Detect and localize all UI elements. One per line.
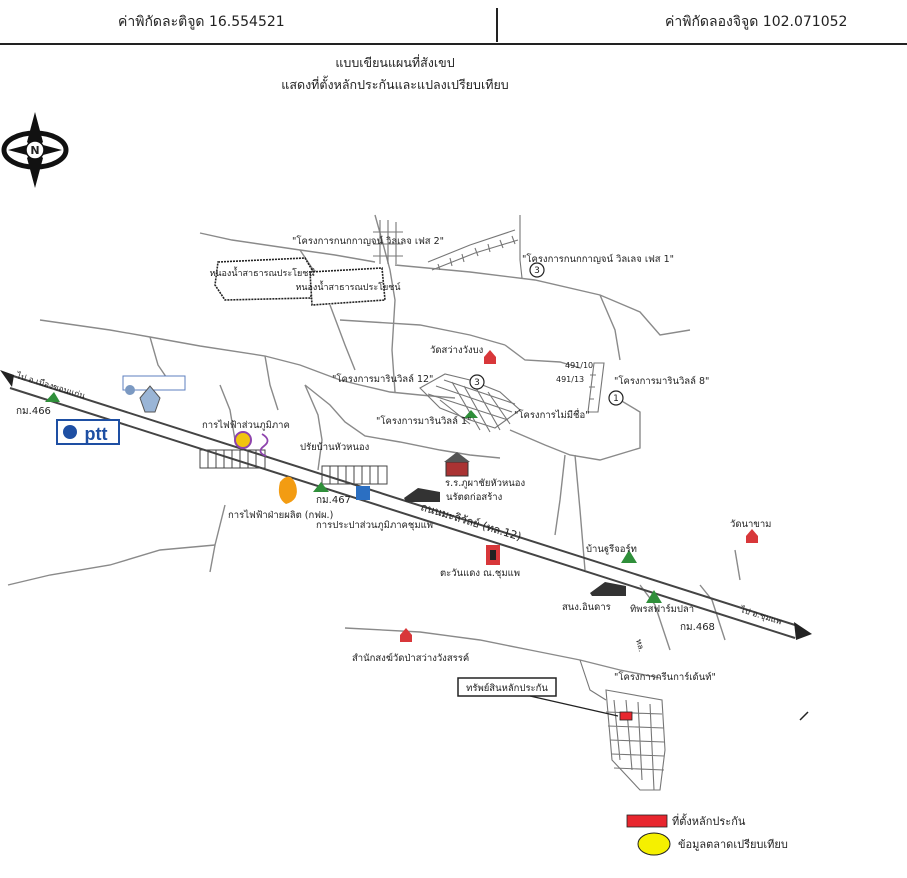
subdivision-green-garden — [579, 659, 666, 791]
temple-icons — [400, 350, 758, 642]
map-subtitle: แสดงที่ตั้งหลักประกันและแปลงเปรียบเทียบ — [281, 77, 509, 92]
label-school: ร.ร.ภูผาชัยหัวหนอง — [445, 478, 525, 489]
local-roads — [7, 214, 741, 679]
label-project-marinville-8: "โครงการมารินวิลล์ 8" — [614, 375, 709, 387]
highway-12 — [0, 370, 812, 640]
label-project-green-garden: "โครงการกรีนการ์เด้นท์" — [614, 671, 716, 683]
coordinate-header: ค่าพิกัดละติจูด 16.554521 ค่าพิกัดลองจิจ… — [0, 0, 907, 46]
map-title: แบบเขียนแผนที่สังเขป — [335, 55, 455, 70]
school-icon — [444, 452, 470, 477]
label-ban-rai: บ้านฐูรีจอร์ท — [586, 543, 637, 555]
label-plot-491-10: 491/10 — [565, 361, 593, 370]
ponds: หนองน้ำสาธารณประโยชน์ หนองน้ำสาธารณประโย… — [209, 257, 401, 306]
label-project-marinville-12: "โครงการมารินวิลล์ 12" — [332, 373, 433, 385]
map-legend: ที่ตั้งหลักประกัน ข้อมูลตลาดเปรียบเทียบ — [626, 813, 788, 856]
tree-icons — [45, 392, 662, 603]
label-church: นรัตดก่อสร้าง — [446, 492, 502, 503]
egat-logo-icon — [278, 476, 297, 504]
label-pea-regional: การไฟฟ้าส่วนภูมิภาค — [202, 419, 290, 431]
subdivision-phase-2 — [373, 220, 403, 264]
label-plot-491-13: 491/13 — [556, 375, 584, 384]
pea-logo-icon — [234, 431, 269, 457]
label-temple-sawang: วัดสว่างวังบง — [430, 345, 483, 356]
label-project-marinville-1: "โครงการมารินวิลล์ 1" — [376, 415, 471, 427]
longitude-label: ค่าพิกัดลองจิจูด 102.071052 — [665, 14, 848, 30]
marker-1-label: 1 — [613, 394, 619, 404]
tawandaeng-sign-icon — [486, 545, 500, 565]
collateral-location-marker — [619, 711, 633, 721]
label-tawandaeng: ตะวันแดง ณ.ชุมแพ — [440, 568, 520, 579]
government-seal-icon — [122, 375, 186, 413]
north-letter: N — [30, 144, 39, 157]
label-road-pole: ทล. — [634, 638, 646, 653]
building-icon — [404, 488, 626, 596]
label-project-unnamed: "โครงการไม่มีชื่อ" — [514, 408, 590, 421]
subdivision-phase-1 — [427, 215, 523, 279]
map-edge-mark — [799, 711, 809, 721]
ptt-logo-text: ptt — [85, 424, 108, 444]
legend-collateral-swatch — [626, 814, 668, 828]
legend-collateral-label: ที่ตั้งหลักประกัน — [672, 813, 746, 828]
numbered-markers — [469, 262, 624, 406]
subdivision-marinville-8 — [587, 362, 605, 413]
pond-2-label: หนองน้ำสาธารณประโยชน์ — [295, 280, 400, 293]
label-km-467: กม.467 — [316, 495, 351, 506]
compass-rose-icon: N — [1, 112, 69, 188]
label-egat: การไฟฟ้าฝ่ายผลิต (กฟผ.) — [228, 509, 333, 521]
map-titles: แบบเขียนแผนที่สังเขป แสดงที่ตั้งหลักประก… — [0, 52, 790, 96]
label-ban-nong: ปรัยบ้านหัวหนอง — [300, 442, 369, 453]
legend-comparison-label: ข้อมูลตลาดเปรียบเทียบ — [678, 838, 788, 851]
subdivision-marinville-12 — [419, 373, 521, 433]
label-monk-office: สำนักสงฆ์วัดป่าสว่างวังสรรค์ — [352, 652, 469, 664]
pond-1-label: หนองน้ำสาธารณประโยชน์ — [209, 266, 314, 279]
label-km-468: กม.468 — [680, 622, 715, 633]
label-pwa: การประปาส่วนภูมิภาคชุมแพ — [316, 520, 433, 531]
label-to-chumphae: ไป อ.ชุมแพ — [738, 604, 783, 627]
label-wat-nakham: วัดนาขาม — [730, 519, 771, 530]
collateral-callout-label: ทรัพย์สินหลักประกัน — [466, 682, 548, 694]
ptt-logo-icon: ptt — [56, 419, 120, 445]
collateral-callout: ทรัพย์สินหลักประกัน — [457, 677, 633, 721]
marker-3b-label: 3 — [474, 378, 480, 388]
landmark-icons: ptt — [45, 350, 758, 642]
header-rule — [0, 43, 907, 45]
label-project-phase-2: "โครงการกนกกาญจน์ วิลเลจ เฟส 2" — [292, 235, 444, 247]
label-project-phase-1: "โครงการกนกกาญจน์ วิลเลจ เฟส 1" — [522, 253, 674, 265]
label-km-466: กม.466 — [16, 406, 51, 417]
legend-comparison-swatch — [637, 832, 671, 856]
marker-3-label: 3 — [534, 266, 540, 276]
roadside-blocks — [199, 449, 388, 485]
header-divider — [496, 8, 498, 42]
label-road-name: ถนนมะลิวัลย์ (ทล.12) — [419, 500, 523, 543]
label-sanamchai: สนง.อินดาร — [562, 602, 611, 613]
label-wat-phra: ทิพรสฟาร์มปลา — [630, 603, 694, 615]
pwa-logo-icon — [356, 486, 370, 500]
latitude-label: ค่าพิกัดละติจูด 16.554521 — [118, 14, 285, 30]
